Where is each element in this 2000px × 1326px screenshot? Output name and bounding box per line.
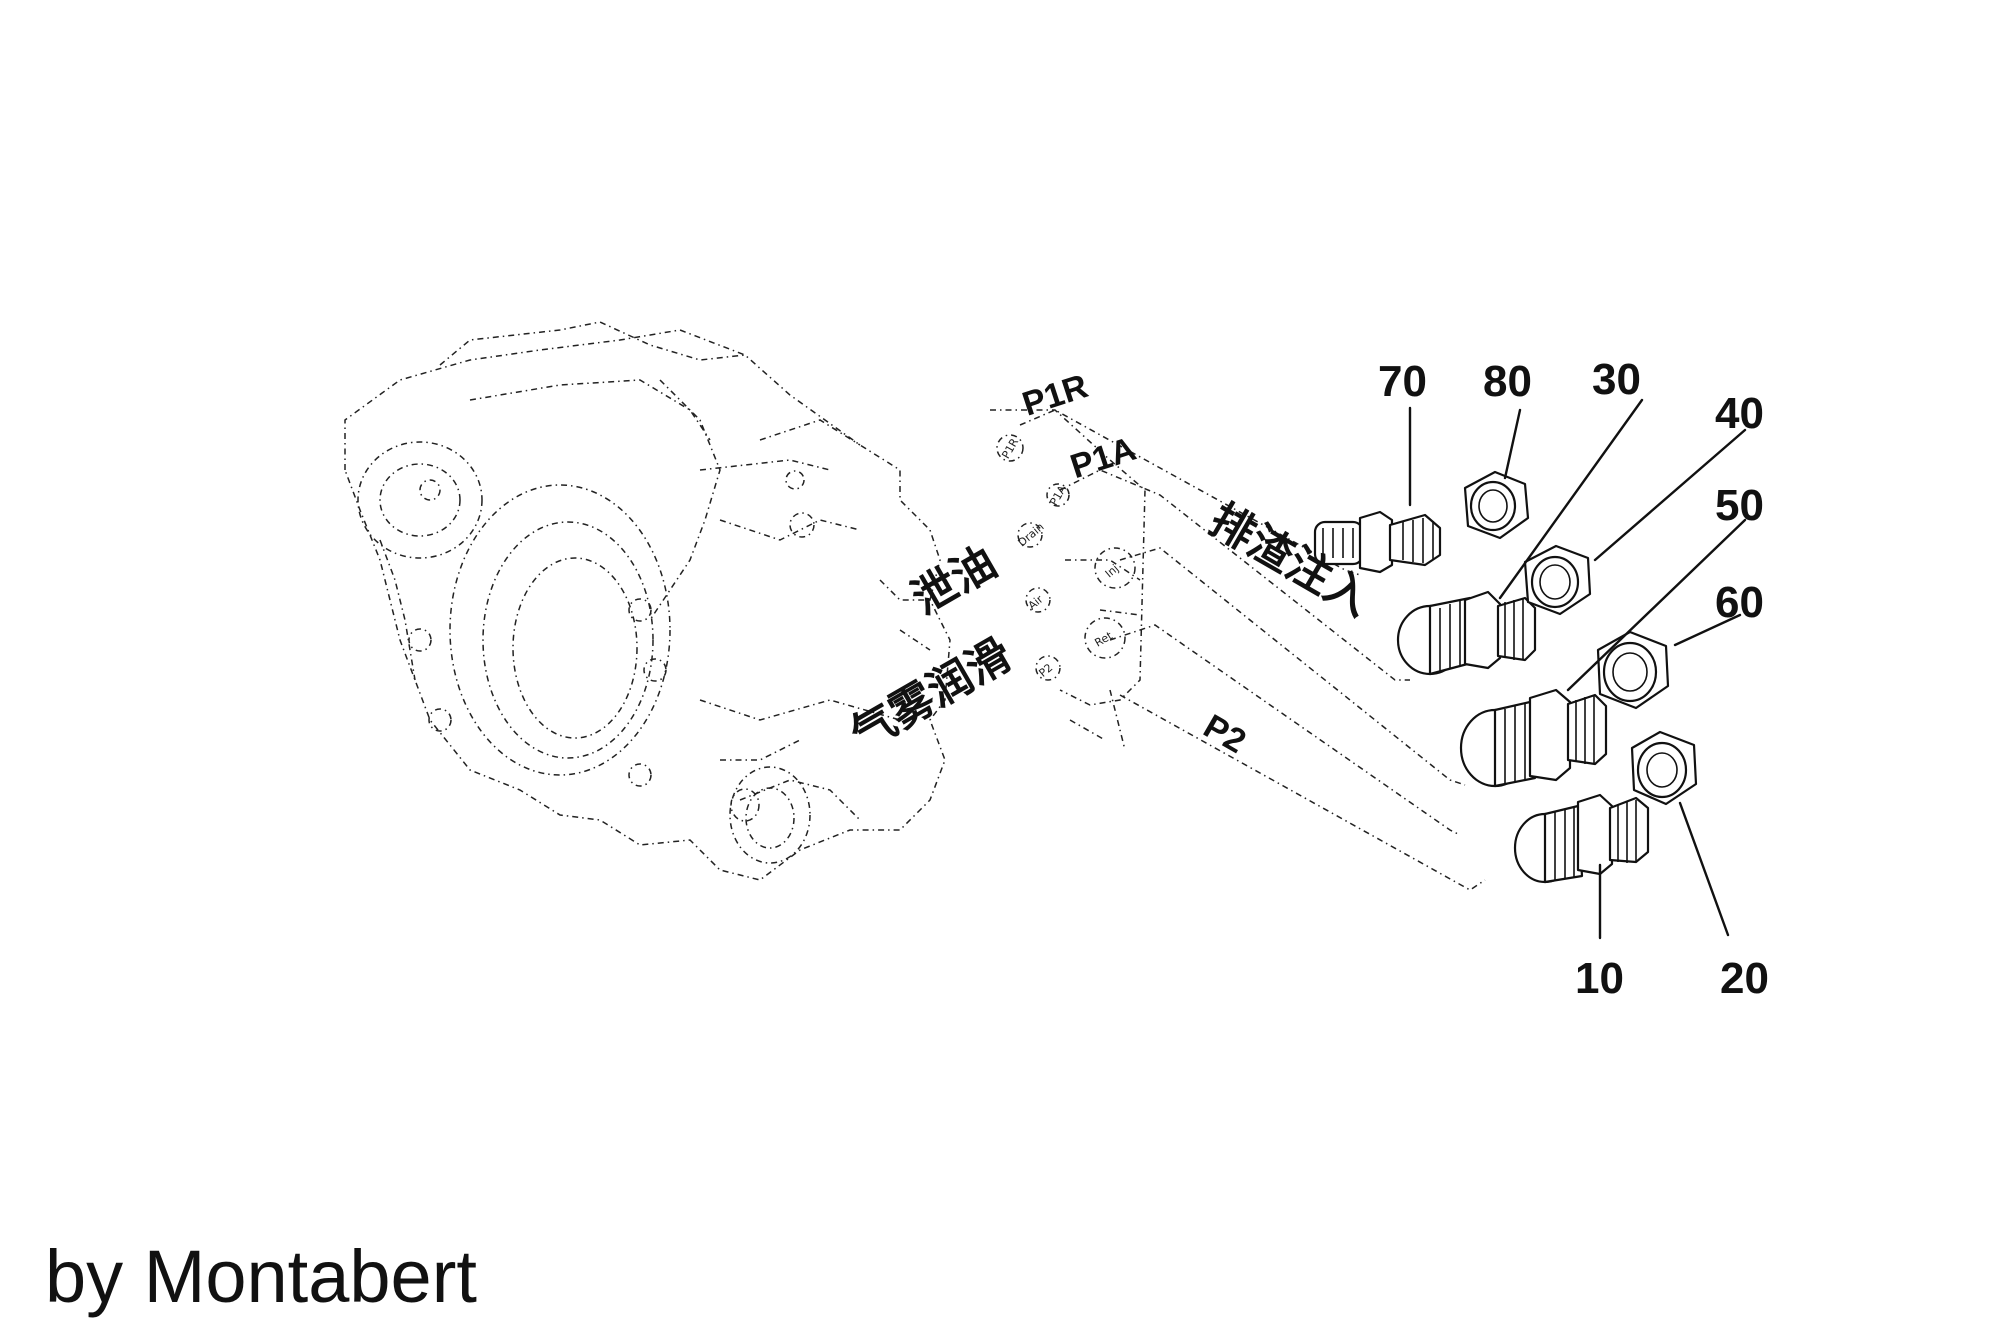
part-number-30: 30: [1592, 355, 1641, 404]
fitting-70: [1313, 510, 1442, 574]
port-stamp-air: Air: [1026, 592, 1046, 612]
nut-40: [1523, 544, 1592, 616]
leader-lines: [1408, 398, 1747, 940]
housing-outline: [344, 321, 951, 881]
part-number-60: 60: [1715, 578, 1764, 627]
nut-20: [1630, 730, 1698, 806]
fitting-30: [1396, 590, 1537, 676]
nut-60: [1596, 630, 1670, 710]
credit-text: by Montabert: [45, 1235, 477, 1318]
port-stamp-p2: P2: [1036, 661, 1055, 680]
port-label-p2: P2: [1197, 707, 1252, 761]
part-number-80: 80: [1483, 357, 1532, 406]
port-label-p1a: P1A: [1066, 430, 1141, 487]
fitting-10: [1513, 793, 1650, 884]
connector-lines: [1019, 409, 1486, 891]
part-number-70: 70: [1378, 357, 1427, 406]
nut-80: [1463, 470, 1530, 540]
port-stamp-drain: Drain: [1015, 520, 1046, 549]
label-air-mist-lubrication: 气雾润滑: [842, 629, 1020, 761]
part-number-10: 10: [1575, 954, 1624, 1003]
part-number-50: 50: [1715, 481, 1764, 530]
part-number-40: 40: [1715, 389, 1764, 438]
part-number-20: 20: [1720, 954, 1769, 1003]
label-drain: 泄油: [904, 537, 1006, 625]
port-stamp-p1a: P1A: [1047, 483, 1069, 508]
port-stamp-inj: Inj: [1103, 562, 1122, 580]
fitting-50: [1459, 688, 1608, 788]
port-label-p1r: P1R: [1018, 367, 1093, 424]
